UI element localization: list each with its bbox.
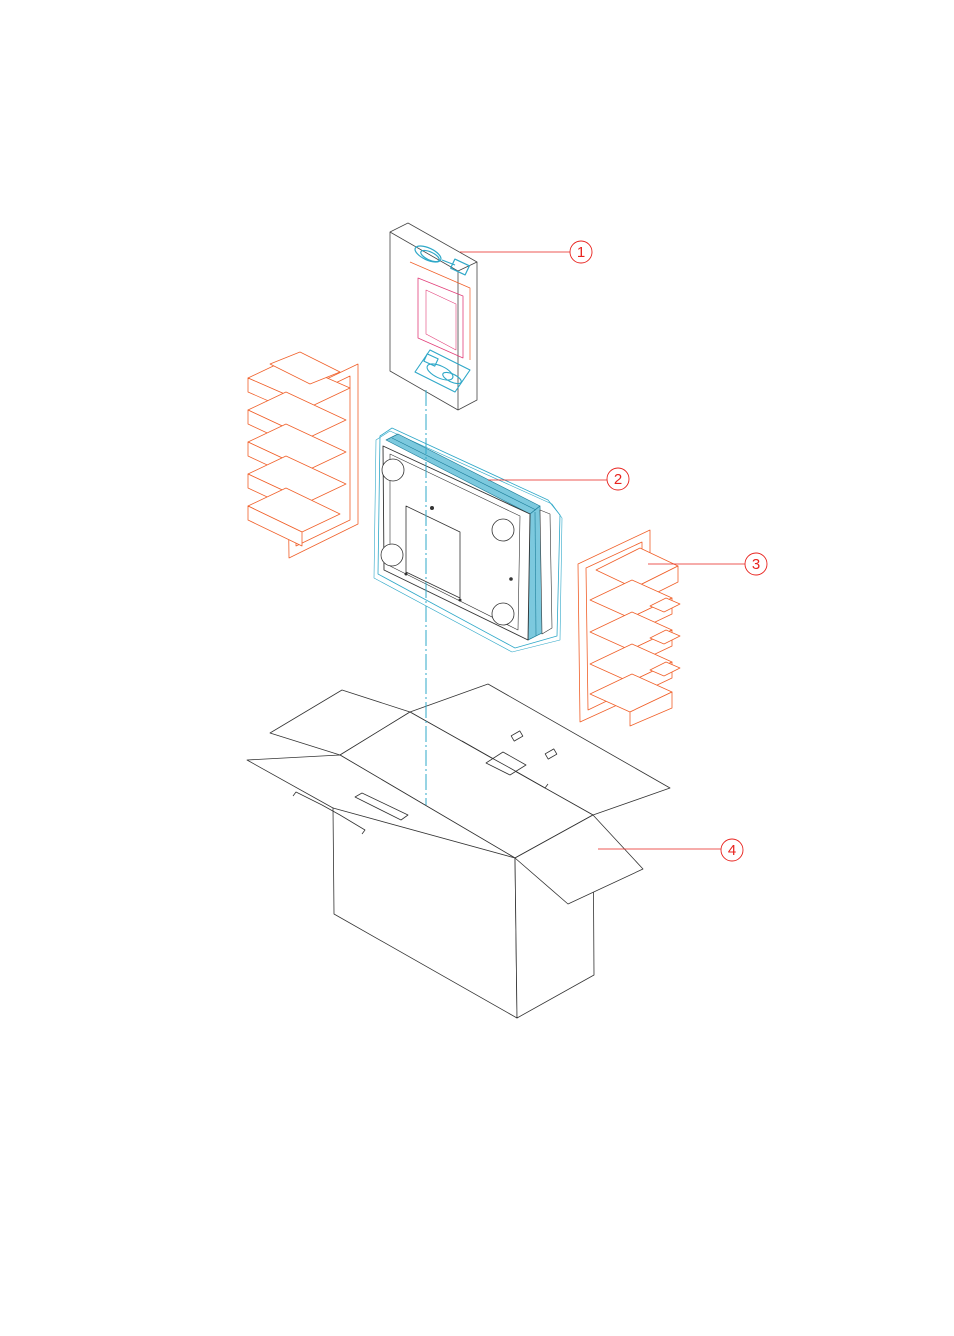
foam-cushion-left bbox=[248, 352, 358, 558]
foot-bottom-right bbox=[492, 603, 514, 625]
callout-4-label: 4 bbox=[728, 842, 736, 859]
callout-1-label: 1 bbox=[577, 244, 585, 261]
callout-1: 1 bbox=[460, 241, 592, 263]
foam-cushion-right bbox=[578, 530, 680, 726]
callout-2: 2 bbox=[488, 468, 629, 490]
foot-top-left bbox=[382, 459, 404, 481]
foam-ribs-left bbox=[248, 352, 350, 546]
accessory-box-front bbox=[390, 223, 477, 410]
foot-bottom-left bbox=[381, 544, 403, 566]
callout-3-label: 3 bbox=[752, 556, 760, 573]
callout-2-label: 2 bbox=[614, 471, 622, 488]
carton-box bbox=[247, 684, 670, 1018]
accessory-box bbox=[390, 223, 477, 410]
foot-top-right bbox=[492, 519, 514, 541]
monitor-panel bbox=[374, 428, 562, 652]
